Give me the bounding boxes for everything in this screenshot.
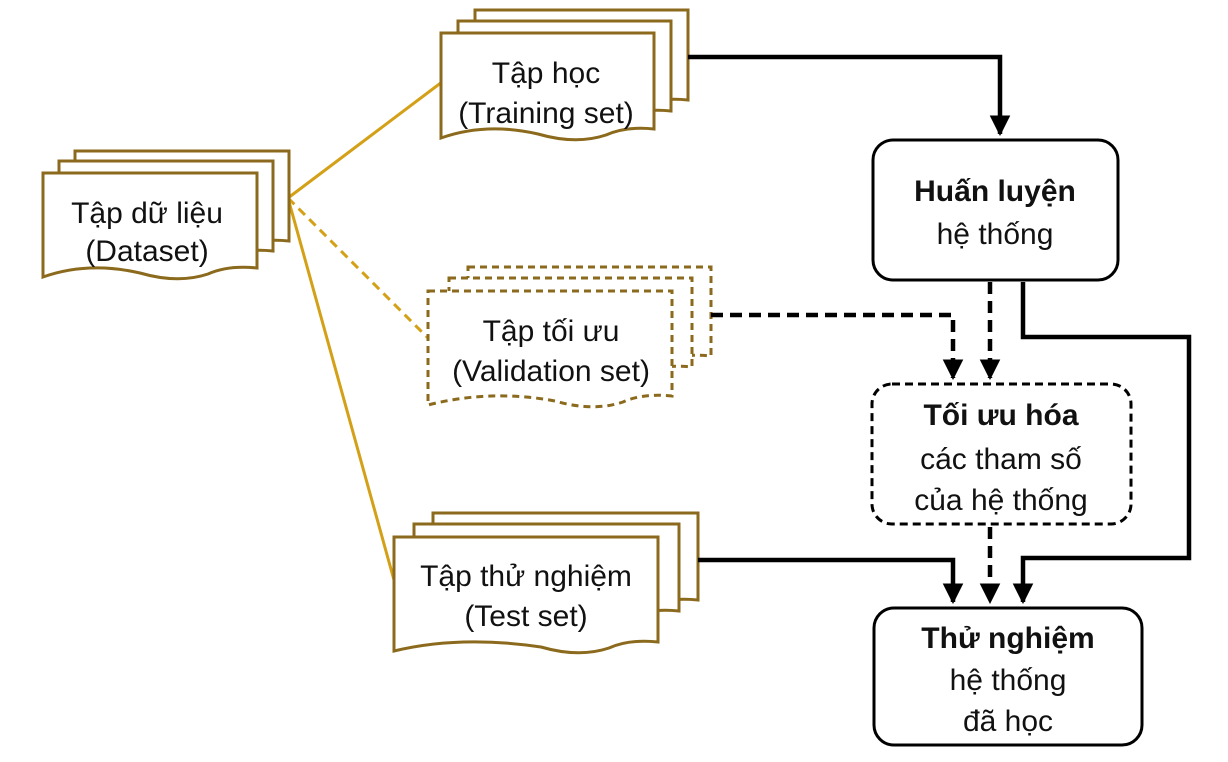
test-label-line2: (Test set) [464, 600, 587, 633]
optimize-line3: của hệ thống [914, 484, 1087, 517]
evaluate-line2: hệ thống [950, 664, 1067, 697]
training-document: Tập học (Training set) [439, 8, 690, 142]
connector-to-training [287, 80, 443, 200]
dataset-label-line2: (Dataset) [85, 235, 208, 268]
test-label-line1: Tập thử nghiệm [420, 560, 632, 593]
arrow-training-to-train [688, 54, 1011, 137]
connector-to-test [286, 197, 396, 581]
optimize-process-box: Tối ưu hóa các tham số của hệ thống [870, 382, 1133, 526]
connector-to-validation [286, 196, 430, 340]
train-process-box: Huấn luyện hệ thống [871, 138, 1120, 282]
arrow-test-to-evaluate [698, 557, 964, 605]
optimize-title: Tối ưu hóa [923, 399, 1078, 432]
validation-label-line2: (Validation set) [452, 355, 650, 388]
train-line2: hệ thống [937, 218, 1054, 251]
dataset-document: Tập dữ liệu (Dataset) [41, 149, 291, 281]
validation-document: Tập tối ưu (Validation set) [426, 265, 713, 409]
arrow-train-to-evaluate [1012, 282, 1192, 605]
arrow-validation-to-optimize [711, 312, 964, 381]
dataset-connectors [286, 80, 443, 581]
flow-arrows [688, 54, 1192, 605]
training-label-line2: (Training set) [458, 97, 634, 130]
validation-label-line1: Tập tối ưu [483, 315, 620, 348]
evaluate-line3: đã học [963, 705, 1053, 738]
optimize-line2: các tham số [920, 443, 1082, 476]
evaluate-process-box: Thử nghiệm hệ thống đã học [872, 606, 1144, 747]
evaluate-title: Thử nghiệm [921, 622, 1094, 655]
train-title: Huấn luyện [914, 175, 1076, 208]
dataset-label-line1: Tập dữ liệu [71, 197, 223, 230]
test-document: Tập thử nghiệm (Test set) [392, 511, 700, 655]
training-label-line1: Tập học [492, 57, 600, 90]
